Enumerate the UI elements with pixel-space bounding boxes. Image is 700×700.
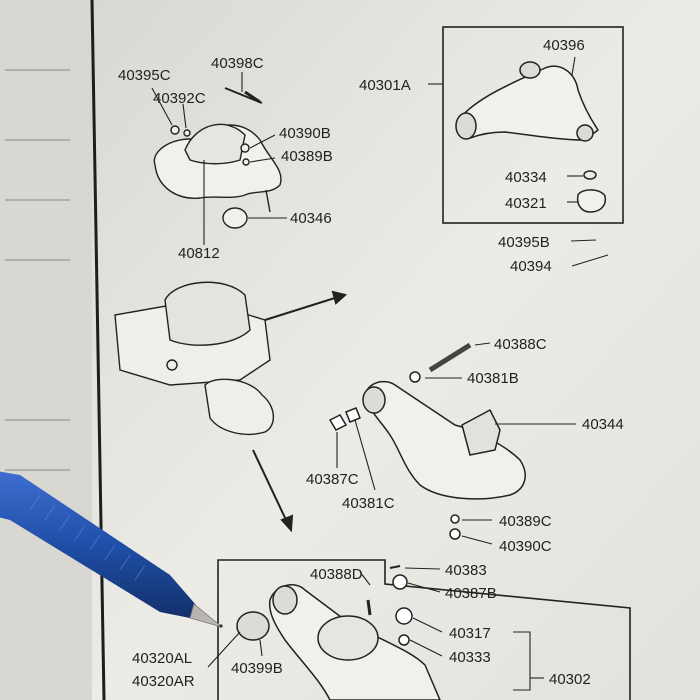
label-40387b: 40387B <box>445 585 497 602</box>
left-page-faint-text <box>5 69 70 471</box>
label-40383: 40383 <box>445 562 487 579</box>
label-40346: 40346 <box>290 210 332 227</box>
label-40381c: 40381C <box>342 495 395 512</box>
label-40334: 40334 <box>505 169 547 186</box>
label-40381b: 40381B <box>467 370 519 387</box>
upper-control-arm <box>455 61 607 213</box>
previous-page <box>0 0 92 700</box>
label-40390c: 40390C <box>499 538 552 555</box>
ballpoint-pen-icon <box>0 471 223 628</box>
label-40395b: 40395B <box>498 234 550 251</box>
part-labels: 40395C 40398C 40392C 40390B 40389B 40346… <box>118 37 624 690</box>
label-40320ar: 40320AR <box>132 673 195 690</box>
label-40395c: 40395C <box>118 67 171 84</box>
lower-arm-assembly <box>328 342 526 540</box>
lower-control-arm <box>236 565 441 700</box>
label-40398c: 40398C <box>211 55 264 72</box>
upper-arm-frame <box>442 26 624 224</box>
lower-arm-frame <box>217 559 631 700</box>
leader-lines <box>151 56 609 691</box>
label-40812: 40812 <box>178 245 220 262</box>
label-40396: 40396 <box>543 37 585 54</box>
label-40389c: 40389C <box>499 513 552 530</box>
page-spine-line <box>90 0 106 700</box>
label-40389b: 40389B <box>281 148 333 165</box>
label-40388d: 40388D <box>310 566 363 583</box>
upper-mount-bracket <box>153 87 282 229</box>
label-40392c: 40392C <box>153 90 206 107</box>
label-40333: 40333 <box>449 649 491 666</box>
label-40302: 40302 <box>549 671 591 688</box>
direction-arrows <box>252 290 348 533</box>
label-40390b: 40390B <box>279 125 331 142</box>
label-40321: 40321 <box>505 195 547 212</box>
label-40344: 40344 <box>582 416 624 433</box>
label-40320al: 40320AL <box>132 650 192 667</box>
label-40388c: 40388C <box>494 336 547 353</box>
label-40301a: 40301A <box>359 77 411 94</box>
label-40387c: 40387C <box>306 471 359 488</box>
label-40317: 40317 <box>449 625 491 642</box>
chassis-section <box>114 281 274 436</box>
label-40399b: 40399B <box>231 660 283 677</box>
label-40394: 40394 <box>510 258 552 275</box>
